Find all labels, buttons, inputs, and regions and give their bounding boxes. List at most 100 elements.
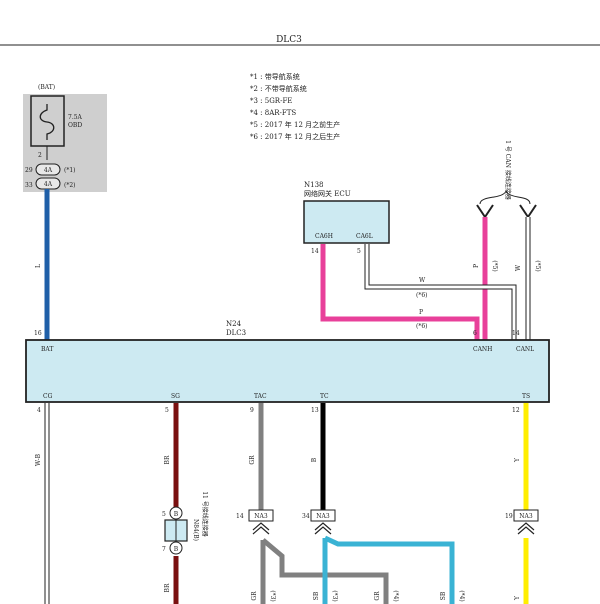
can-junction-brace bbox=[479, 189, 531, 205]
dlc3-pin-tac-label: TAC bbox=[254, 393, 267, 400]
dlc3-pin-bat-label: BAT bbox=[41, 346, 53, 353]
dlc3-pin-tc-number: 13 bbox=[311, 407, 319, 414]
na3-tac-pin: 14 bbox=[236, 513, 244, 520]
wire-gw-canh bbox=[320, 244, 480, 340]
note-4: *4 : 8AR-FTS bbox=[250, 109, 296, 117]
bottom-gr-3-code: GR bbox=[251, 591, 258, 601]
dlc3-pin-ts-label: TS bbox=[522, 393, 530, 400]
dlc3-block: N24 DLC3 16 6 14 BAT CANH CANL CG SG TAC… bbox=[25, 320, 550, 414]
dlc3-box bbox=[25, 339, 550, 403]
bottom-sb-4-code: SB bbox=[440, 591, 447, 600]
fuse-connector-2-id: 4A bbox=[44, 181, 53, 188]
wire-gw-canl-outline bbox=[364, 244, 517, 340]
na3-ts-chevron-icon bbox=[517, 522, 535, 535]
dlc3-pin-sg-label: SG bbox=[171, 393, 180, 400]
fuse-connector-2-pin: 33 bbox=[25, 182, 33, 189]
can-junction: 1 号 CAN 接线连接器 bbox=[476, 140, 537, 219]
dlc3-pin-tac-number: 9 bbox=[250, 407, 254, 414]
note-6: *6 : 2017 年 12 月之后生产 bbox=[250, 132, 340, 141]
can-junction-title: 1 号 CAN 接线连接器 bbox=[504, 140, 512, 200]
na3-tc-label: NA3 bbox=[316, 513, 330, 520]
junction-terminal-bottom-letter: B bbox=[174, 546, 179, 553]
note-5: *5 : 2017 年 12 月之前生产 bbox=[250, 120, 340, 129]
page-title: DLC3 bbox=[276, 35, 302, 45]
junction-terminal-top bbox=[169, 506, 183, 520]
wire-ts-code: Y bbox=[514, 457, 521, 463]
dlc3-pin-sg-number: 5 bbox=[165, 407, 169, 414]
gateway-code: N138 bbox=[304, 181, 324, 189]
notes-legend: *1 : 带导航系统 *2 : 不带导航系统 *3 : 5GR-FE *4 : … bbox=[250, 72, 340, 141]
na3-connector-ts: 19 NA3 bbox=[505, 509, 539, 535]
wire-tc-code: B bbox=[311, 457, 318, 462]
fuse-connector-1 bbox=[35, 163, 61, 176]
can-junction-arrow-l bbox=[519, 204, 537, 219]
wire-gr-lower-4 bbox=[261, 538, 389, 604]
fuse-pin-out: 2 bbox=[38, 152, 42, 159]
wire-gw-canl-code: W bbox=[419, 277, 426, 284]
fuse-connector-1-pin: 29 bbox=[25, 167, 33, 174]
gateway-pin-ca6h: CA6H bbox=[315, 233, 333, 240]
wire-sg-code: BR bbox=[164, 455, 171, 464]
wire-tac-code: GR bbox=[249, 455, 256, 465]
junction-pin-bottom: 7 bbox=[162, 546, 166, 553]
na3-tac-label: NA3 bbox=[254, 513, 268, 520]
gateway-box bbox=[303, 200, 390, 244]
na3-connector-tac: 14 NA3 bbox=[236, 509, 274, 535]
gateway-ecu: N138 网络网关 ECU CA6H CA6L 14 5 bbox=[303, 181, 390, 255]
na3-ts-label: NA3 bbox=[519, 513, 533, 520]
bottom-gr-4-code: GR bbox=[374, 591, 381, 601]
bottom-gr-3-note: (*3) bbox=[269, 590, 276, 602]
junction-code: N84(B) bbox=[192, 519, 199, 541]
dlc3-pin-tc-label: TC bbox=[320, 393, 329, 400]
dlc3-pin-bat-number: 16 bbox=[34, 330, 42, 337]
na3-tc-chevron-icon bbox=[314, 522, 332, 535]
wire-gw-canl bbox=[365, 244, 516, 340]
junction-terminal-bottom bbox=[169, 541, 183, 555]
wire-canl-note: (*5) bbox=[534, 260, 541, 272]
gateway-name: 网络网关 ECU bbox=[304, 189, 351, 198]
na3-tac-box bbox=[248, 509, 274, 522]
dlc3-pin-canh-label: CANH bbox=[473, 346, 492, 353]
fuse-icon bbox=[39, 104, 55, 140]
wire-gw-canh-note: (*6) bbox=[416, 323, 428, 330]
na3-ts-pin: 19 bbox=[505, 513, 513, 520]
gateway-pin-5: 5 bbox=[357, 248, 361, 255]
wire-canh-note: (*5) bbox=[491, 260, 498, 272]
dlc3-pin-canl-number: 14 bbox=[512, 330, 520, 337]
junction-name: 11 号接线连接器 bbox=[201, 491, 209, 537]
note-1: *1 : 带导航系统 bbox=[250, 72, 300, 81]
dlc3-pin-cg-label: CG bbox=[43, 393, 53, 400]
na3-tc-pin: 34 bbox=[302, 513, 310, 520]
wire-cg-code: W-B bbox=[35, 453, 42, 466]
dlc3-pin-cg-number: 4 bbox=[37, 407, 41, 414]
dlc3-pin-canl-label: CANL bbox=[516, 346, 534, 353]
wire-canl-code: W bbox=[515, 264, 522, 271]
fuse-connector-1-id: 4A bbox=[44, 167, 53, 174]
fuse-block-background bbox=[23, 94, 107, 192]
bottom-gr-4-note: (*4) bbox=[392, 590, 399, 602]
fuse-connector-1-note: (*1) bbox=[64, 167, 76, 174]
junction-connector: 5 B 7 B N84(B) 11 号接线连接器 bbox=[162, 491, 209, 555]
below-junction-code: BR bbox=[164, 583, 171, 592]
na3-connector-tc: 34 NA3 bbox=[302, 509, 336, 535]
bottom-sb-3-code: SB bbox=[313, 591, 320, 600]
wire-gw-canl-note: (*6) bbox=[416, 292, 428, 299]
fuse-source-label: (BAT) bbox=[38, 84, 55, 91]
na3-tac-chevron-icon bbox=[252, 522, 270, 535]
wire-bat-code: L bbox=[35, 264, 42, 268]
bottom-sb-4-note: (*4) bbox=[458, 590, 465, 602]
fuse-block: (BAT) 7.5A OBD 2 29 4A (*1) 33 4A (*2) bbox=[23, 84, 107, 192]
dlc3-pin-ts-number: 12 bbox=[512, 407, 520, 414]
below-ts-code: Y bbox=[514, 595, 521, 601]
junction-terminal-top-letter: B bbox=[174, 511, 179, 518]
junction-pin-top: 5 bbox=[162, 511, 166, 518]
note-2: *2 : 不带导航系统 bbox=[250, 84, 307, 93]
gateway-pin-ca6l: CA6L bbox=[356, 233, 373, 240]
dlc3-code: N24 bbox=[226, 320, 242, 328]
can-junction-arrow-h bbox=[476, 204, 494, 219]
dlc3-name: DLC3 bbox=[226, 329, 246, 337]
fuse-name: OBD bbox=[68, 122, 82, 129]
wire-sb-lower-4 bbox=[323, 535, 455, 604]
wire-gw-canh-code: P bbox=[419, 309, 423, 316]
